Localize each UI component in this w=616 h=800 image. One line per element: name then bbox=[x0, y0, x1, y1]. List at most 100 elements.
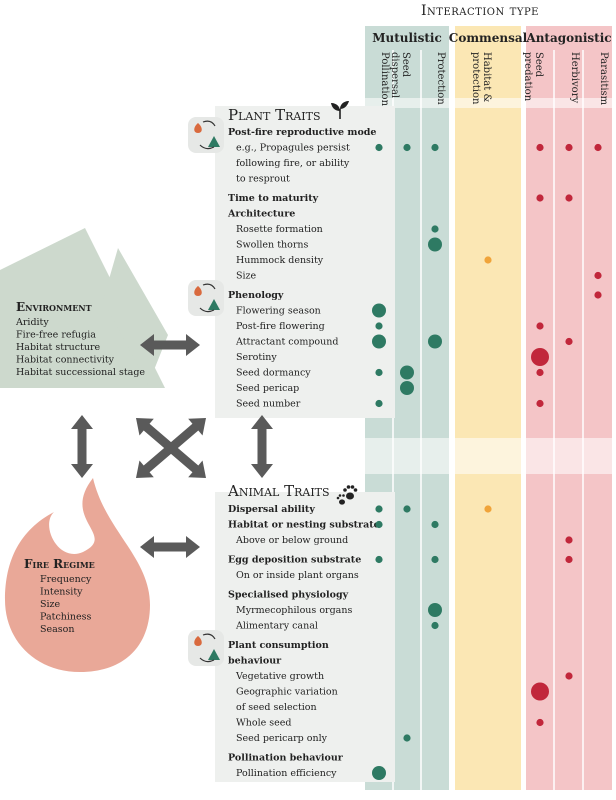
trait-row-label: of seed selection bbox=[236, 702, 317, 713]
section-gap bbox=[360, 98, 616, 108]
interaction-dot bbox=[431, 143, 439, 152]
interaction-dot bbox=[375, 368, 383, 377]
interaction-type-title: Interaction type bbox=[421, 3, 539, 19]
trait-row-label: behaviour bbox=[228, 656, 282, 667]
interaction-dot bbox=[565, 536, 573, 544]
interaction-dot bbox=[372, 303, 386, 318]
column-label: Protection bbox=[435, 52, 446, 105]
trait-row-label: Seed dormancy bbox=[236, 368, 311, 379]
fire-cycle-icon bbox=[188, 280, 224, 316]
interaction-dot bbox=[431, 225, 439, 233]
column-backgrounds bbox=[360, 26, 616, 790]
column-label: Habitat &protection bbox=[470, 52, 492, 105]
double-arrow bbox=[136, 418, 206, 478]
environment-item: Fire-free refugia bbox=[16, 330, 96, 341]
trait-row-label: Alimentary canal bbox=[235, 621, 318, 632]
interaction-dot bbox=[536, 368, 544, 377]
trait-row-label: Rosette formation bbox=[236, 224, 323, 235]
interaction-dot bbox=[565, 194, 573, 202]
column-label: Seeddispersal bbox=[389, 52, 411, 98]
trait-row-label: following fire, or ability bbox=[236, 158, 350, 169]
interaction-dot bbox=[536, 399, 544, 408]
interaction-dot bbox=[400, 381, 414, 395]
group-label-mutulistic: Mutulistic bbox=[372, 31, 442, 45]
trait-row-label: Specialised physiology bbox=[228, 590, 349, 601]
trait-row-label: Egg deposition substrate bbox=[228, 555, 361, 566]
interaction-dot bbox=[565, 337, 573, 346]
plant-traits-panel bbox=[215, 106, 395, 418]
trait-row-label: Seed pericap bbox=[236, 383, 299, 394]
interaction-dot bbox=[400, 365, 414, 380]
interaction-dot bbox=[531, 682, 549, 701]
environment-item: Habitat structure bbox=[16, 342, 101, 353]
fire-regime-item: Season bbox=[40, 624, 75, 635]
fire-regime-item: Intensity bbox=[40, 587, 83, 598]
interaction-dot bbox=[484, 256, 492, 264]
environment-title: Environment bbox=[16, 300, 92, 314]
trait-row-label: Whole seed bbox=[236, 718, 291, 729]
interaction-dot bbox=[594, 291, 602, 299]
trait-row-label: Myrmecophilous organs bbox=[236, 605, 352, 616]
fire-cycle-icon bbox=[188, 630, 224, 666]
interaction-dot bbox=[428, 334, 442, 349]
interaction-dot bbox=[536, 143, 544, 152]
trait-row-label: Pollination behaviour bbox=[228, 753, 344, 764]
environment-item: Habitat connectivity bbox=[16, 355, 115, 366]
interaction-dot bbox=[531, 348, 549, 366]
interaction-dot bbox=[375, 520, 383, 529]
trait-row-label: Vegetative growth bbox=[235, 671, 324, 682]
interaction-dot bbox=[565, 555, 573, 564]
interaction-dot bbox=[565, 672, 573, 680]
trait-row-label: e.g., Propagules persist bbox=[236, 143, 350, 154]
sprout-icon bbox=[331, 101, 349, 119]
interaction-dot bbox=[375, 143, 383, 152]
trait-row-label: Seed pericarp only bbox=[236, 733, 328, 744]
trait-row-label: Time to maturity bbox=[228, 193, 319, 204]
plant-traits-title: Plant Traits bbox=[228, 106, 321, 124]
fire-regime-shape bbox=[5, 478, 150, 672]
interaction-dot bbox=[428, 603, 442, 617]
interaction-dot bbox=[372, 766, 386, 780]
interaction-dot bbox=[536, 322, 544, 330]
interaction-dot bbox=[372, 334, 386, 349]
column-label: Seedpredation bbox=[522, 52, 544, 102]
double-arrow bbox=[71, 415, 93, 478]
trait-row-label: Post-fire flowering bbox=[236, 321, 325, 332]
trait-row-label: Hummock density bbox=[236, 255, 324, 266]
group-label-commensal: Commensal bbox=[449, 31, 528, 45]
relationship-arrows bbox=[71, 334, 273, 558]
fire-regime-title: Fire Regime bbox=[24, 557, 95, 571]
interaction-dot bbox=[431, 621, 439, 630]
trait-row-label: Above or below ground bbox=[235, 535, 348, 546]
trait-row-label: to resprout bbox=[236, 174, 290, 185]
interaction-dots bbox=[372, 143, 602, 780]
trait-row-label: Pollination efficiency bbox=[236, 768, 337, 779]
trait-row-label: Geographic variation bbox=[236, 687, 338, 698]
trait-row-label: Size bbox=[236, 271, 257, 282]
column-label: Pollination bbox=[379, 52, 390, 107]
interaction-dot bbox=[594, 143, 602, 152]
double-arrow bbox=[140, 334, 200, 356]
interaction-dot bbox=[403, 734, 411, 742]
interaction-dot bbox=[403, 505, 411, 513]
section-gap bbox=[360, 438, 616, 474]
interaction-dot bbox=[594, 271, 602, 280]
column-group-bg bbox=[455, 26, 521, 790]
column-label: Parasitism bbox=[598, 52, 609, 106]
environment-item: Habitat successional stage bbox=[16, 367, 145, 378]
fire-cycle-icon bbox=[188, 117, 224, 153]
trait-row-label: Flowering season bbox=[236, 306, 321, 317]
interaction-dot bbox=[428, 237, 442, 252]
animal-traits-title: Animal Traits bbox=[227, 482, 330, 500]
trait-row-label: Habitat or nesting substrate bbox=[228, 520, 380, 531]
interaction-dot bbox=[431, 520, 439, 529]
cycle-icons bbox=[188, 117, 224, 666]
column-label: Herbivory bbox=[569, 52, 580, 103]
trait-row-label: Plant consumption bbox=[228, 640, 329, 651]
trait-row-label: Seed number bbox=[236, 399, 301, 410]
